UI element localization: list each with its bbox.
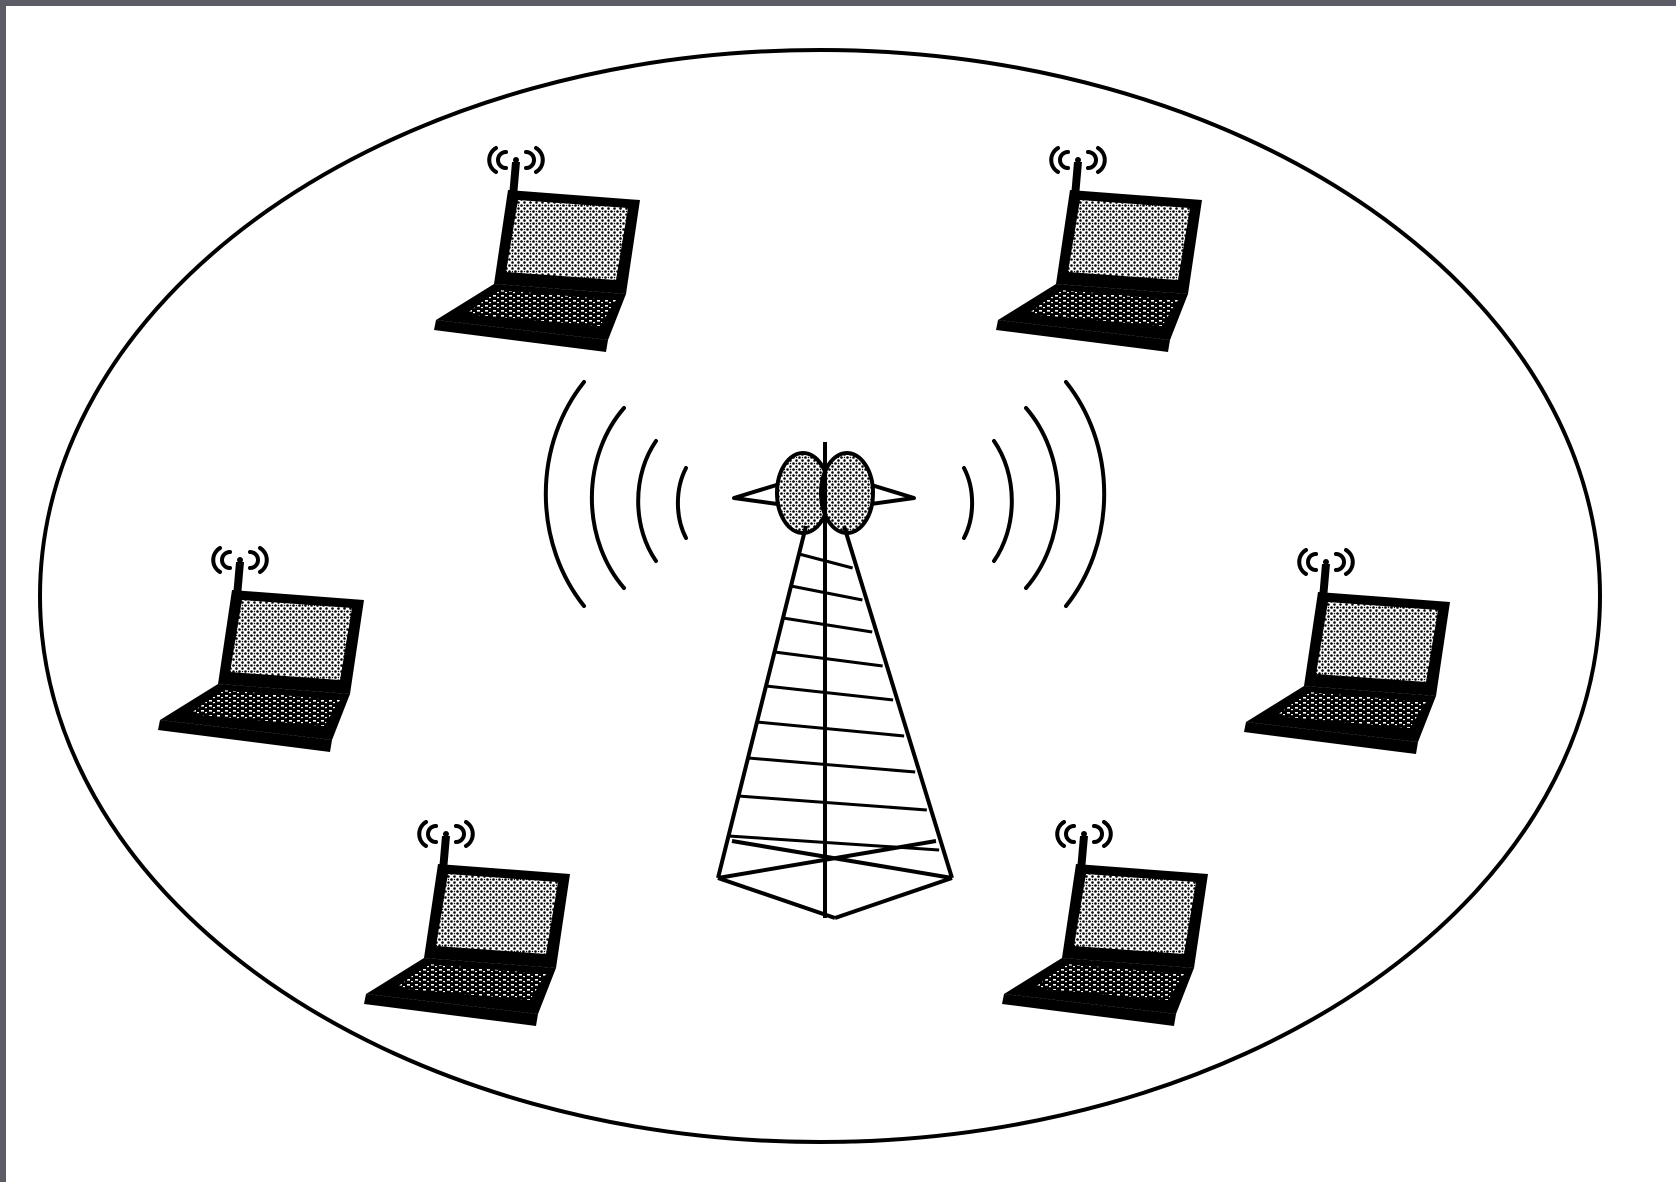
laptop-middle-right	[1244, 550, 1450, 754]
laptop-screen	[230, 600, 352, 680]
laptop-top-right	[996, 148, 1202, 352]
laptop-screen	[1068, 200, 1190, 280]
tower-rung	[748, 758, 915, 772]
laptop-bottom-left	[364, 822, 570, 1026]
tower-rung	[766, 686, 893, 700]
laptop-top-left	[434, 148, 640, 352]
laptop-middle-left	[158, 548, 364, 752]
tower-rung	[757, 722, 904, 736]
laptop-screen	[1316, 602, 1438, 682]
laptop-screen	[506, 200, 628, 280]
laptop-screen	[436, 874, 558, 954]
tower-rung	[783, 618, 872, 632]
diagram-canvas	[6, 6, 1676, 1182]
cell-tower-icon	[718, 442, 952, 918]
tower-rung	[775, 652, 883, 666]
laptop-screen	[1074, 874, 1196, 954]
tower-rung	[729, 836, 940, 850]
laptop-bottom-right	[1002, 822, 1208, 1026]
tower-rung	[739, 796, 927, 810]
wireless-network-diagram	[6, 6, 1676, 1182]
